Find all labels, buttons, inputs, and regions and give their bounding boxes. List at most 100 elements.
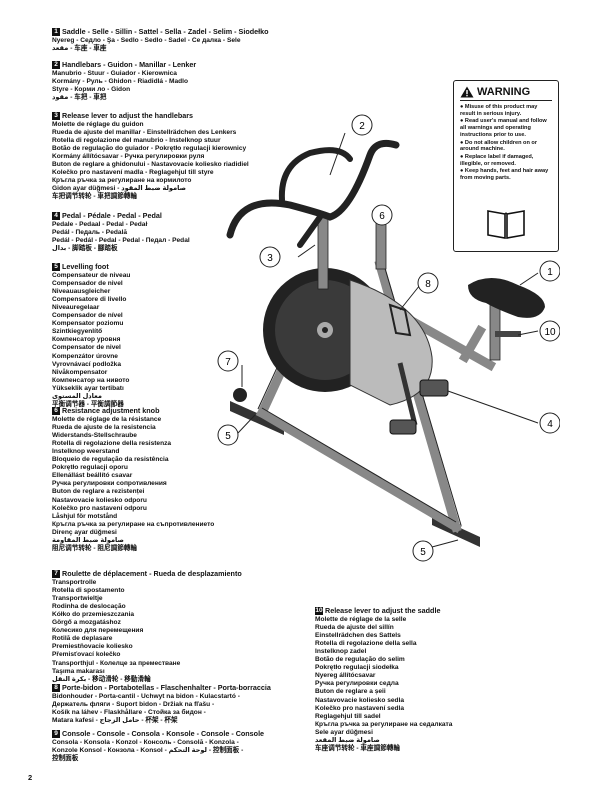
translation-line: Kompenzátor úrovne (52, 352, 118, 360)
bottle-holder (388, 303, 412, 337)
translation-line: Niveauregelaar (52, 303, 100, 311)
callout-5-front: 5 (225, 431, 231, 442)
translation-line: مقعد - 车座 - 車座 (52, 44, 107, 52)
callout-1: 1 (547, 267, 553, 278)
translation-line: Bidonhouder - Porta-cantil - Uchwyt na b… (52, 692, 240, 700)
translation-line: Košík na láhev - Flaskhållare - Стойка з… (52, 708, 206, 716)
section-number-badge: 7 (52, 570, 60, 578)
translation-line: Кръгла ръчка за регулиране на кормилото (52, 177, 192, 185)
translation-line: Nastavovacie koliesko odporu (52, 496, 147, 504)
section-number-badge: 9 (52, 730, 60, 738)
translation-line: Kormány - Руль - Ghidon - Riadidlá - Mad… (52, 77, 189, 85)
translation-line: Yükseklik ayar tertibatı (52, 384, 124, 392)
translation-line: Niveauausgleicher (52, 287, 111, 295)
callout-4: 4 (547, 419, 553, 430)
translation-line: Pedál - Pedál - Pedal - Pedal - Педал - … (52, 236, 190, 244)
section-number-badge: 6 (52, 407, 60, 415)
translation-line: Кръгла ръчка за регулиране на седалката (315, 720, 453, 728)
translation-line: Instelknop zadel (315, 647, 367, 655)
section-heading-text: Levelling foot (62, 262, 109, 271)
translation-line: Premiestňovacie koliesko (52, 643, 133, 651)
translation-line: Rotella di regolazione della sella (315, 639, 417, 647)
saddle (468, 278, 545, 318)
translation-line: Instelknop weerstand (52, 447, 120, 455)
translation-line: Кръгла ръчка за регулиране на съпротивле… (52, 520, 215, 528)
translation-line: Rotella di regolazione della resistenza (52, 439, 172, 447)
translation-line: Buton de reglare a șeii (315, 688, 386, 696)
translation-line: Rueda de ajuste del manillar - Einstellr… (52, 128, 237, 136)
translation-line: Compensador de nível (52, 312, 123, 320)
translation-line: Molette de réglage de la résistance (52, 415, 162, 423)
translation-line: Compensator de nivel (52, 344, 121, 352)
translation-line: Rotella di regolazione del manubrio - In… (52, 136, 221, 144)
translation-line: صامولة ضبط المقعد (315, 737, 380, 744)
translation-line: Колесико для перемещения (52, 627, 144, 635)
translation-line: 车把调节转轮 - 車把調節轉輪 (52, 193, 137, 201)
translation-line: Widerstands-Stellschraube (52, 431, 137, 439)
translation-line: Rueda de ajuste del sillín (315, 623, 394, 631)
translation-line: Pokrętło regulacji siodełka (315, 664, 399, 672)
translation-line: Buton de reglare a rezistenței (52, 488, 145, 496)
translation-line: Держатель фляги - Suport bidon - Držiak … (52, 700, 215, 708)
transport-wheel (233, 388, 247, 402)
warning-items: ● Misuse of this product may result in s… (460, 104, 552, 182)
translation-line: Botão de regulação do guiador - Pokrętło… (52, 144, 247, 152)
translation-line: Direnç ayar düğmesi (52, 528, 117, 536)
translation-line: Manubrio - Stuur - Guiador - Kierownica (52, 69, 177, 77)
translation-line: Molette de réglage de la selle (315, 615, 407, 623)
handlebars (226, 139, 400, 239)
section-heading-text: Saddle - Selle - Sillin - Sattel - Sella… (62, 27, 269, 36)
translation-line: Consola - Konsola - Konzol - Консоль - C… (52, 738, 239, 746)
translation-line: معادل المستوى (52, 393, 102, 400)
translation-line: Ручка регулировки сопротивления (52, 480, 167, 488)
translation-line: Ellenállást beállító csavar (52, 472, 133, 480)
callout-7: 7 (225, 357, 231, 368)
translation-line: Compensatore di livello (52, 295, 127, 303)
translation-line: Styre - Корми ло - Gidon (52, 85, 131, 93)
translation-line: Låshjul för motstånd (52, 512, 118, 520)
translation-line: Kolečko pro nastavení sedla (315, 704, 405, 712)
translation-line: Nyereg - Седло - Şa - Sedlo - Sedlo - Sa… (52, 36, 241, 44)
translation-line: Компенсатор на нивото (52, 376, 130, 384)
translation-line: Görgő a mozgatáshoz (52, 619, 121, 627)
warning-item: ● Read user's manual and follow all warn… (460, 118, 547, 138)
section-heading-text: Handlebars - Guidon - Manillar - Lenker (62, 60, 197, 69)
translation-line: 平衡调节器 - 平衡調節器 (52, 401, 124, 409)
translation-line: Rodinha de deslocação (52, 602, 126, 610)
translation-line: Kolečko pro nastavení odporu (52, 504, 147, 512)
section-number-badge: 8 (52, 684, 60, 692)
translation-line: Pokrętło regulacji oporu (52, 464, 128, 472)
translation-line: بدال - 脚踏板 - 腳踏板 (52, 244, 118, 252)
translation-line: Kompensator poziomu (52, 320, 124, 328)
translation-line: Kolečko pro nastavení madla - Reglagehju… (52, 169, 214, 177)
section-number-badge: 3 (52, 112, 60, 120)
callout-8: 8 (425, 279, 431, 290)
translation-line: Compensateur de niveau (52, 271, 131, 279)
translation-line: Einstellrädchen des Sattels (315, 631, 401, 639)
warning-item: ● Replace label if damaged, illegible, o… (460, 153, 534, 167)
translation-line: Nivåkompensator (52, 368, 108, 376)
section-heading-text: Console - Console - Consola - Konsole - … (62, 729, 265, 738)
translation-line: Szintkiegyenlítő (52, 328, 103, 336)
warning-title-text: WARNING (477, 86, 531, 98)
translation-line: Molette de réglage du guidon (52, 120, 144, 128)
callouts: 2 3 6 8 1 10 4 7 5 5 (217, 114, 560, 562)
front-stabilizer (230, 401, 284, 435)
translation-line: Přemisťovací kolečko (52, 651, 121, 659)
translation-line: Bloqueio de regulação da resistência (52, 456, 169, 464)
translation-line: Taşıma makarası (52, 667, 105, 675)
